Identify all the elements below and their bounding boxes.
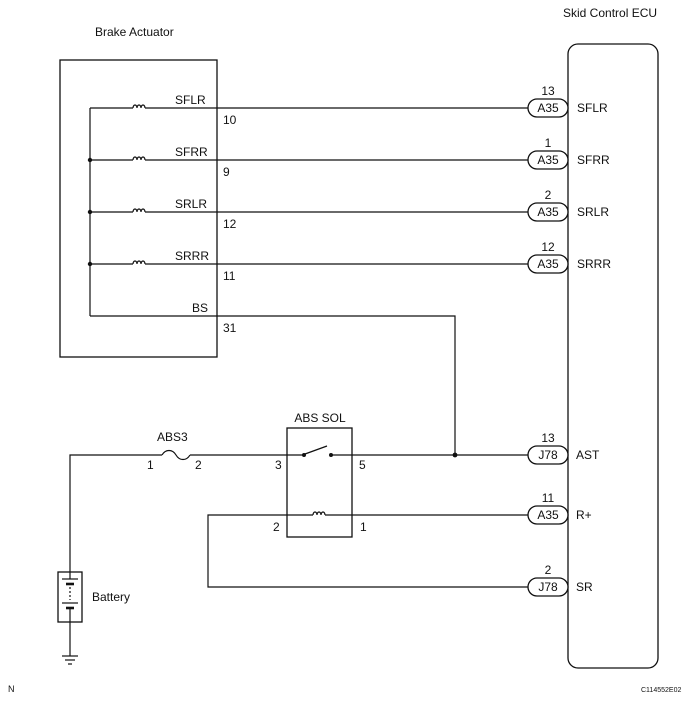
fuse-icon [161,449,191,461]
brake-actuator-box [59,59,218,358]
corner-mark: N [8,684,15,694]
wire [90,315,456,455]
wire [207,514,528,588]
ecu-terminal-label: SR [576,580,593,594]
actuator-pin-number: 12 [223,217,237,231]
actuator-pin-number: 9 [223,165,230,179]
relay-pin-number: 3 [275,458,282,472]
circuit-sflr: SFLR 10 A35 13 SFLR [90,84,608,127]
connector-id: A35 [537,205,559,219]
ecu-terminal-label: SFLR [577,101,608,115]
connector-id: A35 [537,101,559,115]
actuator-terminal-label: SRRR [175,249,209,263]
fuse-pin-number: 2 [195,458,202,472]
fuse-label: ABS3 [157,430,188,444]
actuator-pin-number: 10 [223,113,237,127]
actuator-terminal-label: SFRR [175,145,208,159]
brake-actuator-title: Brake Actuator [95,25,174,39]
connector-id: A35 [537,257,559,271]
connector-id: J78 [538,448,558,462]
connector-pill [527,150,569,170]
battery: Battery [57,571,130,623]
ecu-pin-number: 2 [545,188,552,202]
connector-pill [527,98,569,118]
actuator-terminal-label: SFLR [175,93,206,107]
circuit-ast: ABS3 1 2 J78 13 AST [69,430,600,572]
solenoid-coil-icon [132,208,146,213]
circuit-bs: BS 31 [90,301,458,458]
actuator-terminal-label: BS [192,301,208,315]
solenoid-coil-icon [132,156,146,161]
abs-sol-box [286,427,353,538]
connector-id: A35 [537,153,559,167]
skid-control-ecu-title: Skid Control ECU [563,6,657,20]
connector-pill [527,254,569,274]
relay-pin-number: 1 [360,520,367,534]
circuit-srlr: SRLR 12 A35 2 SRLR [90,188,609,231]
skid-control-ecu-box [567,43,659,669]
ecu-pin-number: 12 [541,240,555,254]
solenoid-coil-icon [132,104,146,109]
fuse-pin-number: 1 [147,458,154,472]
abs-sol-relay: ABS SOL 3 5 2 1 [273,411,367,538]
connector-pill [527,445,569,465]
connector-id: J78 [538,580,558,594]
ecu-terminal-label: SFRR [577,153,610,167]
connector-pill [527,202,569,222]
ecu-terminal-label: SRLR [577,205,609,219]
solenoid-coil-icon [132,260,146,265]
ground-icon [62,622,78,665]
circuit-sfrr: SFRR 9 A35 1 SFRR [90,136,610,179]
circuit-relay-coil: A35 11 R+ J78 2 SR [207,491,593,597]
ecu-pin-number: 11 [542,491,555,505]
relay-switch-blade-icon [304,445,328,455]
actuator-terminal-label: SRLR [175,197,207,211]
relay-pin-number: 5 [359,458,366,472]
connector-pill [527,505,569,525]
figure-code: C114552E02 [641,687,681,694]
abs-sol-label: ABS SOL [294,411,346,425]
ecu-terminal-label: AST [576,448,600,462]
ecu-pin-number: 2 [545,563,552,577]
wire [69,454,162,572]
battery-label: Battery [92,590,130,604]
relay-pin-number: 2 [273,520,280,534]
ecu-pin-number: 13 [541,431,555,445]
ecu-terminal-label: SRRR [577,257,611,271]
ecu-pin-number: 13 [541,84,555,98]
relay-coil-icon [312,511,326,516]
connector-id: A35 [537,508,559,522]
ecu-pin-number: 1 [545,136,552,150]
circuit-srrr: SRRR 11 A35 12 SRRR [90,240,611,283]
actuator-pin-number: 11 [223,269,236,283]
connector-pill [527,577,569,597]
ecu-terminal-label: R+ [576,508,592,522]
actuator-pin-number: 31 [223,321,237,335]
